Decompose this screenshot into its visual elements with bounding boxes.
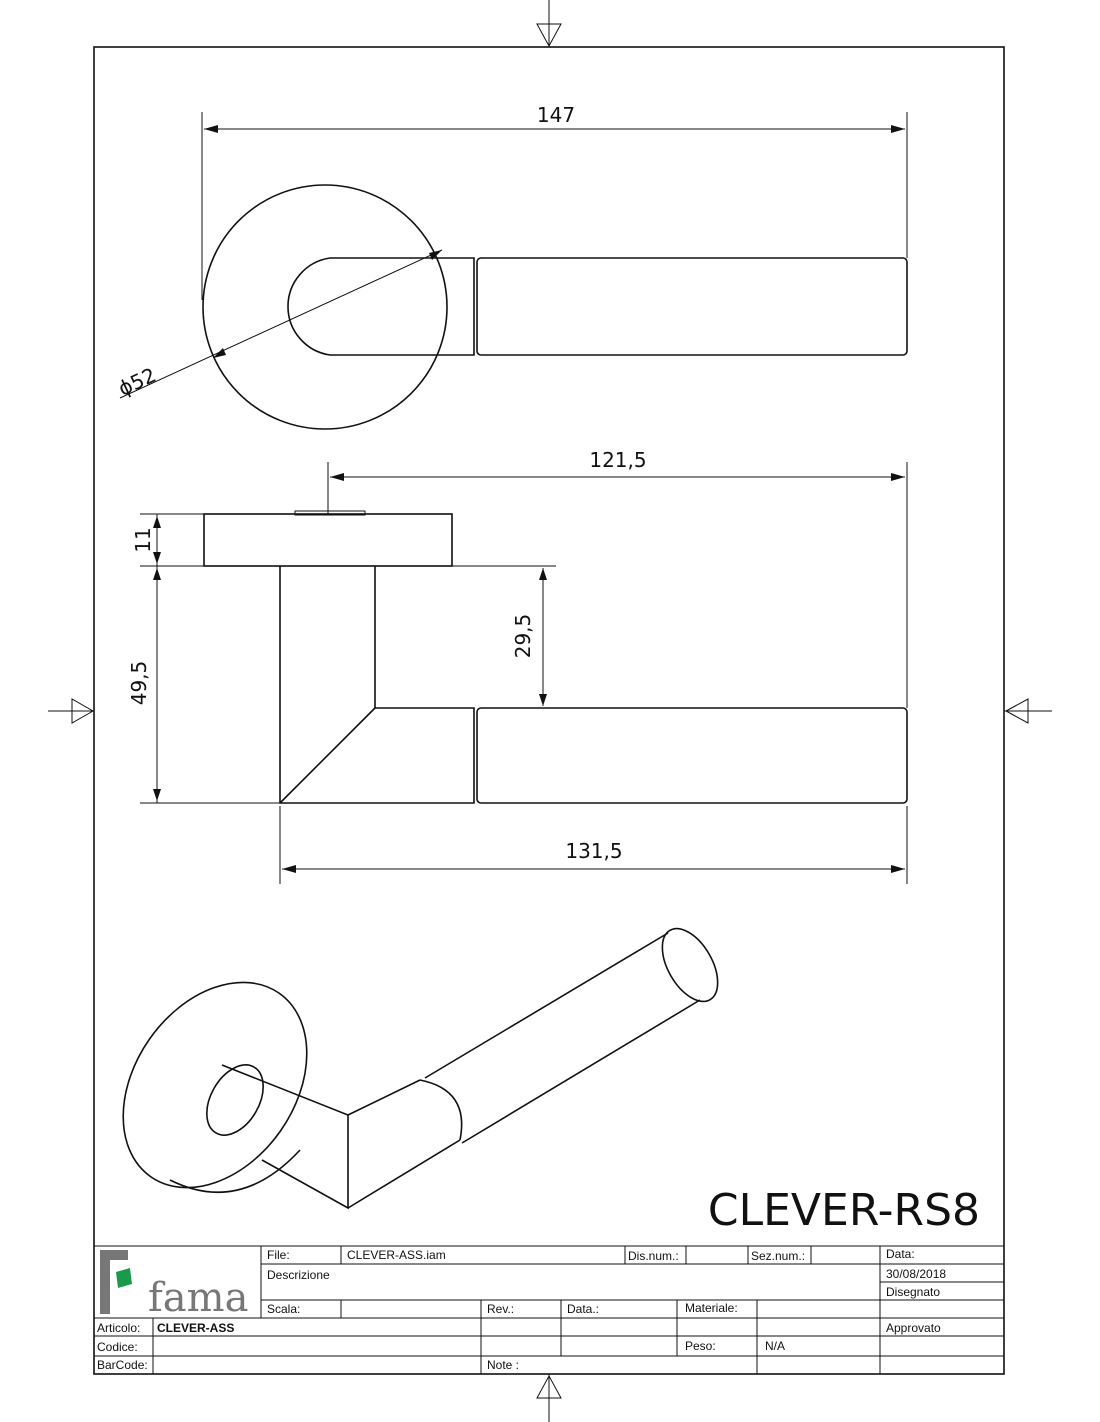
lever-neck bbox=[287, 257, 475, 356]
rose-circle bbox=[202, 184, 448, 430]
dimension-131-5: 131,5 bbox=[565, 839, 622, 863]
peso-label: Peso: bbox=[685, 1339, 716, 1353]
file-value: CLEVER-ASS.iam bbox=[347, 1248, 446, 1262]
svg-text:fama: fama bbox=[148, 1275, 248, 1321]
side-view: 121,5 11 49,5 29,5 131,5 bbox=[127, 448, 908, 884]
peso-value: N/A bbox=[765, 1339, 785, 1353]
note-label: Note : bbox=[487, 1358, 519, 1372]
title-block bbox=[94, 1245, 1004, 1374]
date-value: 30/08/2018 bbox=[886, 1267, 946, 1281]
rev-label: Rev.: bbox=[487, 1302, 514, 1316]
dimension-line-diameter bbox=[119, 249, 443, 399]
dimension-29-5: 29,5 bbox=[511, 614, 535, 659]
dimension-121-5: 121,5 bbox=[589, 448, 646, 472]
dimension-11: 11 bbox=[131, 527, 155, 552]
scala-label: Scala: bbox=[267, 1302, 300, 1316]
codice-label: Codice: bbox=[97, 1340, 138, 1354]
file-label: File: bbox=[267, 1248, 290, 1262]
articolo-label: Articolo: bbox=[97, 1321, 140, 1335]
drawing-frame bbox=[93, 46, 1005, 1375]
title-block-text: File: CLEVER-ASS.iam Dis.num.: Sez.num.:… bbox=[97, 1247, 946, 1372]
data2-label: Data.: bbox=[567, 1302, 599, 1316]
barcode-label: BarCode: bbox=[97, 1358, 148, 1372]
dimension-49-5: 49,5 bbox=[127, 661, 151, 706]
centering-marks bbox=[48, 0, 1052, 1422]
rose-side bbox=[203, 513, 453, 567]
data-label: Data: bbox=[886, 1247, 915, 1261]
lever-side-grip bbox=[476, 707, 908, 804]
materiale-label: Materiale: bbox=[685, 1301, 738, 1315]
sez-num-label: Sez.num.: bbox=[751, 1249, 805, 1263]
isometric-view bbox=[122, 927, 719, 1210]
fama-logo: fama bbox=[100, 1250, 248, 1321]
approvato-label: Approvato bbox=[886, 1321, 941, 1335]
lever-side-neck bbox=[279, 566, 475, 804]
dis-num-label: Dis.num.: bbox=[628, 1249, 679, 1263]
articolo-value: CLEVER-ASS bbox=[157, 1321, 234, 1335]
lever-grip bbox=[476, 257, 908, 356]
dimension-diameter: ϕ52 bbox=[114, 363, 159, 401]
dimension-147: 147 bbox=[537, 103, 575, 127]
product-title: CLEVER-RS8 bbox=[708, 1185, 980, 1236]
top-view: 147 ϕ52 bbox=[114, 103, 908, 430]
disegnato-label: Disegnato bbox=[886, 1285, 940, 1299]
descrizione-label: Descrizione bbox=[267, 1268, 330, 1282]
